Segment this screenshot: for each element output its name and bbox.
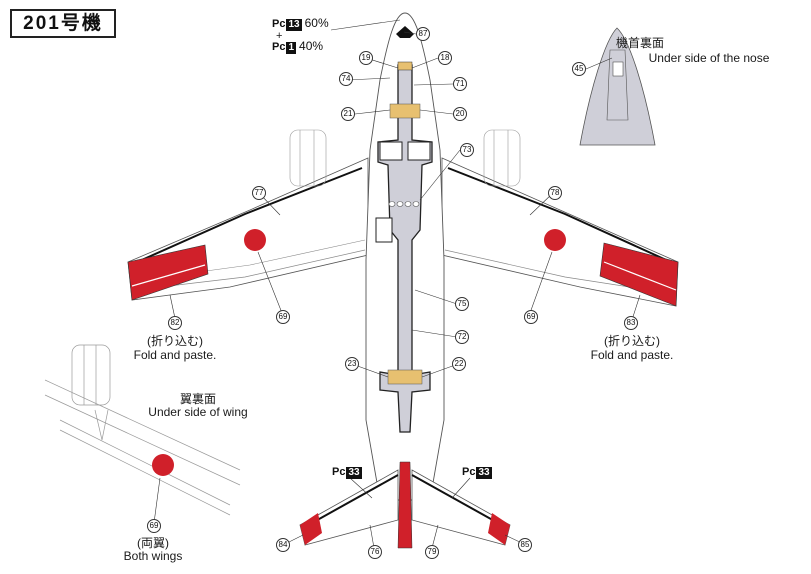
paint-mix-plus: + (276, 30, 283, 42)
decal-callout: 69 (276, 310, 290, 324)
decal-callout: 83 (624, 316, 638, 330)
right-tailtip-red (488, 513, 510, 545)
decal-callout: 82 (168, 316, 182, 330)
paint-percent: 60% (304, 16, 329, 30)
decal-callout: 22 (452, 357, 466, 371)
decal-callout: 72 (455, 330, 469, 344)
wing-underside-drawing (44, 344, 241, 516)
fold-left-en: Fold and paste. (133, 348, 217, 362)
nose-inset-label-jp: 機首裏面 (615, 36, 664, 50)
decal-callout: 87 (416, 27, 430, 41)
decal-callout: 75 (455, 297, 469, 311)
paint-code-box: 1 (286, 42, 297, 54)
both-wings-label-en: Both wings (123, 549, 183, 563)
paint-prefix: Pc (272, 41, 286, 53)
decal-callout: 20 (453, 107, 467, 121)
decal-callout: 23 (345, 357, 359, 371)
paint-prefix: Pc (332, 466, 346, 478)
decal-callout: 77 (252, 186, 266, 200)
right-wing-roundel (544, 229, 566, 251)
decal-callout: 18 (438, 51, 452, 65)
fold-right-en: Fold and paste. (590, 348, 674, 362)
fold-left-jp: (折り込む) (147, 334, 203, 348)
cabin-windows (388, 201, 420, 207)
nose-inset-drawing (579, 27, 656, 146)
paint-code-box: 13 (286, 19, 302, 31)
decal-callout: 73 (460, 143, 474, 157)
decal-callout: 69 (147, 519, 161, 533)
fold-right-jp: (折り込む) (604, 334, 660, 348)
decal-callout: 45 (572, 62, 586, 76)
wing-inset-label-en: Under side of wing (148, 405, 248, 419)
decal-callout: 19 (359, 51, 373, 65)
decal-callout: 69 (524, 310, 538, 324)
decal-callout: 79 (425, 545, 439, 559)
vertical-fin-red (397, 461, 413, 549)
paint-code-box: 33 (476, 467, 492, 479)
decal-callout: 74 (339, 72, 353, 86)
engine-outlines (289, 129, 521, 187)
nose-inset-label-en: Under side of the nose (648, 51, 770, 65)
wing-inset-label-jp: 翼裏面 (179, 392, 216, 406)
decal-callout: 76 (368, 545, 382, 559)
both-wings-label-jp: (両翼) (137, 536, 169, 550)
left-wingtip-red (127, 244, 209, 301)
left-wing-roundel (244, 229, 266, 251)
left-tailtip-red (300, 513, 322, 545)
decal-callout: 78 (548, 186, 562, 200)
decal-callout: 84 (276, 538, 290, 552)
wing-underside-roundel (152, 454, 174, 476)
decal-callout: 71 (453, 77, 467, 91)
aircraft-number-title: 201号機 (10, 9, 116, 38)
right-wingtip-red (599, 242, 679, 307)
decal-callout: 21 (341, 107, 355, 121)
paint-percent: 40% (299, 39, 324, 53)
paint-prefix: Pc (462, 466, 476, 478)
paint-code-box: 33 (346, 467, 362, 479)
paint-prefix: Pc (272, 18, 286, 30)
decal-callout: 85 (518, 538, 532, 552)
